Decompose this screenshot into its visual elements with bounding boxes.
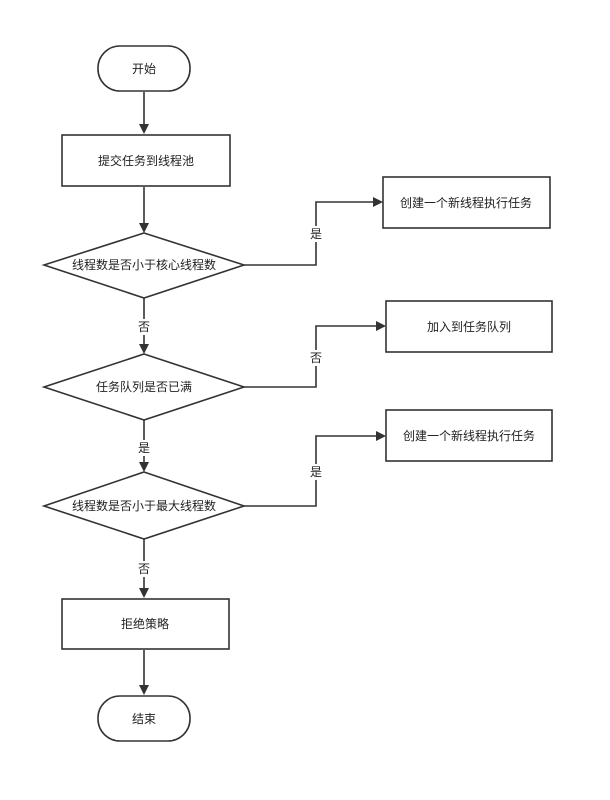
edge-labels: 是 否 否 是 是 否 — [134, 226, 326, 577]
edge-label-max-no: 否 — [138, 562, 150, 576]
node-end-label: 结束 — [132, 712, 156, 726]
arrowhead — [376, 431, 386, 441]
node-submit-label: 提交任务到线程池 — [98, 153, 194, 168]
process-shape — [385, 409, 553, 462]
arrowhead — [139, 588, 149, 598]
node-create-core: 创建一个新线程执行任务 — [382, 176, 551, 229]
node-start-label: 开始 — [132, 62, 156, 76]
node-reject-label: 拒绝策略 — [121, 616, 169, 631]
decision-shape — [41, 353, 247, 421]
terminal-shape — [97, 45, 191, 92]
arrowhead — [139, 223, 149, 233]
node-check-queue-label: 任务队列是否已满 — [96, 379, 192, 394]
node-create-max: 创建一个新线程执行任务 — [385, 409, 553, 462]
edge-label-max-yes: 是 — [310, 465, 322, 479]
process-shape — [61, 134, 231, 187]
node-start: 开始 — [97, 45, 191, 92]
node-check-max-label: 线程数是否小于最大线程数 — [72, 498, 216, 513]
node-check-max: 线程数是否小于最大线程数 — [41, 471, 247, 540]
edge-label-queue-yes: 是 — [138, 441, 150, 455]
arrowhead — [139, 685, 149, 695]
process-shape — [385, 300, 553, 353]
node-create-max-label: 创建一个新线程执行任务 — [403, 428, 535, 443]
terminal-shape — [97, 695, 191, 742]
edge-label-queue-no: 否 — [310, 351, 322, 365]
node-create-core-label: 创建一个新线程执行任务 — [400, 195, 532, 210]
node-reject: 拒绝策略 — [61, 598, 230, 650]
node-check-queue: 任务队列是否已满 — [41, 353, 247, 421]
arrowhead — [373, 197, 383, 207]
arrowhead — [139, 124, 149, 134]
node-submit: 提交任务到线程池 — [61, 134, 231, 187]
node-check-core: 线程数是否小于核心线程数 — [41, 232, 247, 299]
decision-shape — [41, 471, 247, 540]
node-check-core-label: 线程数是否小于核心线程数 — [72, 257, 216, 272]
process-shape — [382, 176, 551, 229]
node-enqueue: 加入到任务队列 — [385, 300, 553, 353]
node-end: 结束 — [97, 695, 191, 742]
arrowhead — [139, 462, 149, 472]
process-shape — [61, 598, 230, 650]
edge-label-core-no: 否 — [138, 320, 150, 334]
node-enqueue-label: 加入到任务队列 — [427, 319, 511, 334]
arrowhead — [376, 321, 386, 331]
arrowhead — [139, 344, 149, 354]
decision-shape — [41, 232, 247, 299]
edge-label-core-yes: 是 — [310, 227, 322, 241]
